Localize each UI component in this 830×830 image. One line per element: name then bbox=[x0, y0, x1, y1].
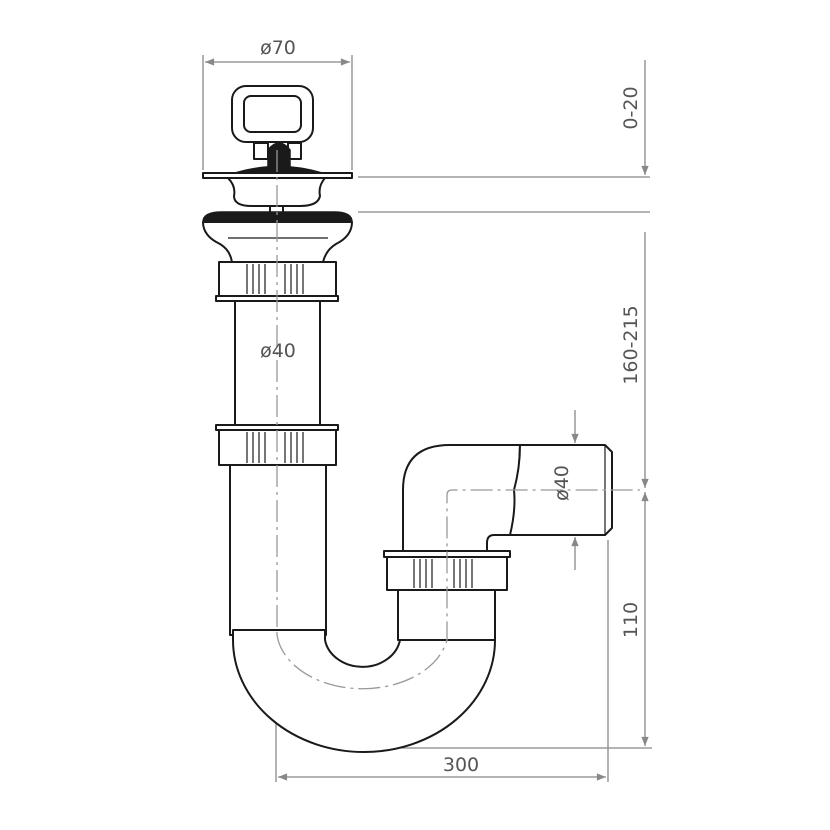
lower-pipe bbox=[229, 464, 327, 636]
dim-height-range: 160-215 bbox=[620, 305, 642, 384]
dim-outlet-height: 110 bbox=[620, 602, 642, 638]
center-lines bbox=[276, 150, 640, 690]
plug bbox=[202, 85, 353, 214]
dim-width: 300 bbox=[443, 754, 479, 776]
dim-outlet-diameter: ø40 bbox=[551, 465, 573, 501]
dim-top-diameter: ø70 bbox=[260, 37, 296, 59]
dim-pipe-diameter: ø40 bbox=[260, 340, 296, 362]
outlet-elbow bbox=[402, 444, 613, 553]
dim-plug-gap: 0-20 bbox=[620, 86, 642, 129]
